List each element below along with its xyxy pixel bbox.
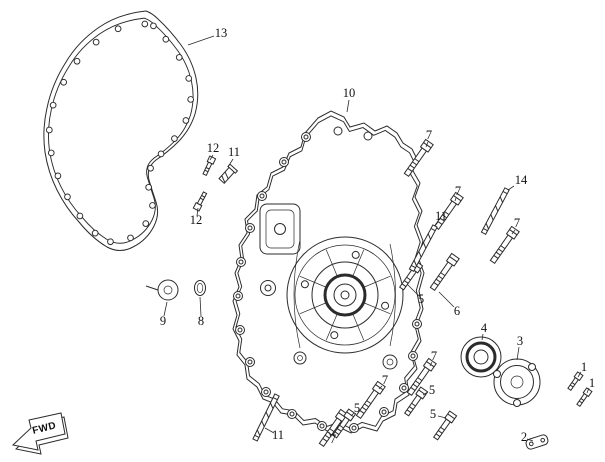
callout-labels: 13 10 12 11 7 7 14 11 7 12 9 8 5 6 4 3 7… <box>160 26 595 446</box>
cover-details <box>259 126 398 370</box>
callout-5-d: 5 <box>430 407 436 421</box>
retainer-plate-3 <box>493 358 541 407</box>
callout-6: 6 <box>454 304 460 318</box>
callout-5-a: 5 <box>418 292 424 306</box>
callout-1-a: 1 <box>581 360 587 374</box>
callout-2: 2 <box>521 430 527 444</box>
callout-5-c: 5 <box>354 401 360 415</box>
fitting-11-top <box>218 163 239 184</box>
center-boss-screw-holes <box>300 250 390 340</box>
callout-7-d: 7 <box>431 349 437 363</box>
callout-8: 8 <box>198 314 204 328</box>
cover-center-boss <box>286 236 404 354</box>
callout-7-b: 7 <box>455 184 461 198</box>
gasket-13 <box>43 10 199 251</box>
plug-9 <box>145 279 179 301</box>
center-boss-spokes <box>299 249 391 341</box>
callout-3: 3 <box>517 334 523 348</box>
callout-7-e: 7 <box>382 373 388 387</box>
bolt-6 <box>428 252 460 292</box>
screw-1-a <box>566 371 584 392</box>
callout-11-c: 11 <box>272 428 284 442</box>
callout-13: 13 <box>215 26 228 40</box>
callout-5-b: 5 <box>429 383 435 397</box>
screw-12-a <box>201 155 217 177</box>
bolt-7-c <box>488 225 520 265</box>
callout-1-b: 1 <box>589 376 595 390</box>
callout-9: 9 <box>160 314 166 328</box>
crankcase-cover-10 <box>232 110 425 434</box>
callout-7-f: 7 <box>330 432 336 446</box>
screw-12-b <box>192 190 209 212</box>
o-ring-8 <box>194 280 206 296</box>
callout-14: 14 <box>515 173 528 187</box>
oil-seal-4 <box>460 336 502 378</box>
bracket-plate-2 <box>525 434 549 450</box>
gasket-bolt-holes <box>45 20 195 246</box>
callout-12-b: 12 <box>190 213 203 227</box>
cover-inner-outline <box>235 115 422 429</box>
callout-4: 4 <box>481 321 488 335</box>
screw-1-b <box>575 387 593 408</box>
fwd-arrow-icon <box>11 412 66 451</box>
fwd-direction-marker: FWD <box>11 412 69 455</box>
callout-7-a: 7 <box>426 128 432 142</box>
callout-11-a: 11 <box>228 145 240 159</box>
leader-lines <box>163 35 590 442</box>
callout-11-b: 11 <box>435 209 447 223</box>
callout-12-a: 12 <box>207 141 220 155</box>
gasket-inner-outline <box>47 17 194 244</box>
dowel-pin-14 <box>480 187 510 235</box>
callout-7-c: 7 <box>514 216 520 230</box>
callout-10: 10 <box>343 86 356 100</box>
